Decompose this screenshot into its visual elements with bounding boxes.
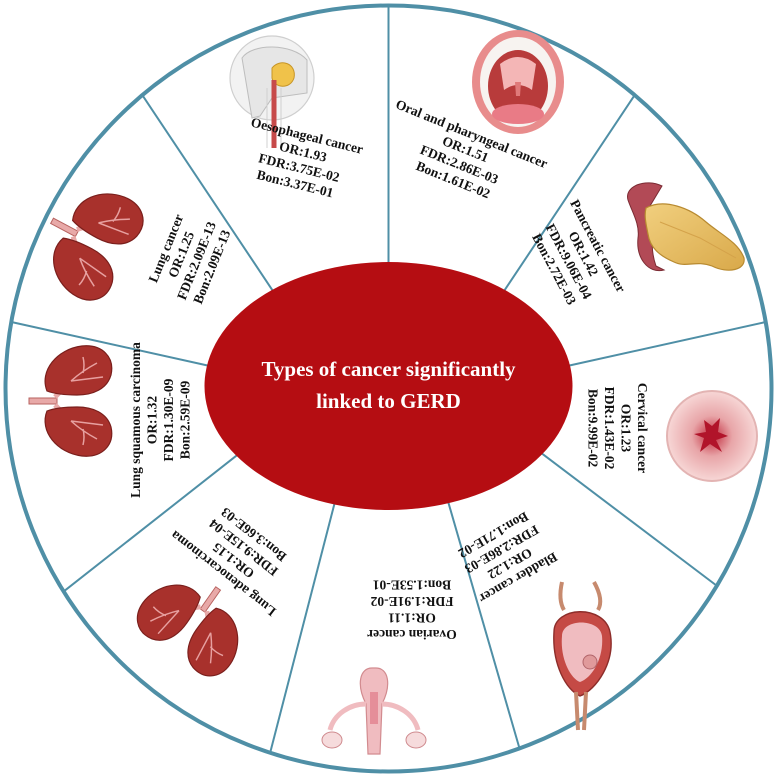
bonferroni-value: Bon:2.59E-09 (178, 381, 193, 460)
segment-dividers (11, 5, 766, 754)
odds-ratio: OR:1.23 (619, 404, 634, 453)
segment-divider (141, 94, 281, 301)
bonferroni-value: Bon:9.99E-02 (586, 389, 601, 468)
bladder-icon (553, 581, 612, 731)
segment-divider (496, 94, 636, 301)
fdr-value: FDR:1.91E-02 (370, 594, 453, 609)
pancreas-icon (627, 182, 745, 272)
segment-divider (63, 448, 245, 593)
mouth-icon (472, 30, 564, 134)
segment-divider (11, 321, 222, 370)
segment-divider (445, 496, 521, 749)
segment-cervical-cancer: Cervical cancerOR:1.23FDR:1.43E-02Bon:9.… (586, 383, 651, 473)
cervix-icon (666, 390, 758, 482)
fdr-value: FDR:1.30E-09 (161, 378, 176, 461)
bonferroni-value: Bon:1.53E-01 (373, 578, 452, 593)
segment-divider (269, 497, 337, 754)
center-ellipse (204, 262, 573, 510)
odds-ratio: OR:1.32 (145, 396, 160, 445)
esophagus-icon (229, 35, 315, 148)
cancer-name: Ovarian cancer (367, 627, 457, 642)
cancer-name: Cervical cancer (635, 383, 650, 473)
center-title-line2: linked to GERD (316, 389, 461, 413)
segment-divider (555, 321, 766, 370)
cancer-name: Lung squamous carcinoma (128, 342, 143, 498)
fdr-value: FDR:1.43E-02 (602, 387, 617, 470)
uterus-ovaries-icon (321, 667, 427, 755)
odds-ratio: OR:1.11 (388, 611, 436, 626)
center-title-line1: Types of cancer significantly (261, 357, 516, 381)
organ-illustrations (26, 30, 758, 755)
segment-divider (533, 446, 718, 587)
